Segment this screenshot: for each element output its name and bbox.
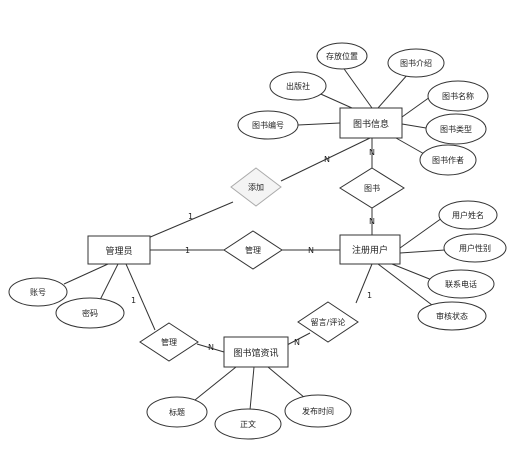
attr-book-number [237,110,299,140]
attr-phone [427,269,495,299]
attr-user-gender [443,233,507,263]
relationship-add-book-label: 添加 [248,182,264,192]
attr-phone-label: 联系电话 [445,279,477,289]
relationships: 添加 管理 管理 图书 留言/评论 [139,167,405,362]
attr-password [55,297,125,329]
entity-admin: 管理员 [87,235,151,265]
line-storage-location [341,65,373,109]
card-manage-user: N [308,246,314,255]
entity-reg-user-label: 注册用户 [352,244,388,256]
line-book-type [401,123,427,129]
attr-storage-location [316,42,368,70]
cardinality-labels: 1 N 1 N N N 1 N 1 N [131,148,375,352]
entity-book-info: 图书信息 [339,107,403,139]
card-admin-manage: 1 [185,246,190,255]
entities: 图书信息 管理员 注册用户 图书馆资讯 [87,107,403,368]
line-book-add [280,137,371,182]
card-comment-user: 1 [367,291,372,300]
line-user-comment [355,263,373,304]
attribute-labels: 存放位置 图书介绍 出版社 图书名称 图书编号 图书类型 图书作者 用户姓名 用… [30,51,491,429]
line-add-admin [147,201,234,239]
attr-book-intro [387,48,445,78]
relationship-manage-user-label: 管理 [245,245,261,255]
card-add-book: N [324,155,330,164]
card-borrow-user: N [369,217,375,226]
attr-book-name [427,80,489,112]
attr-publish-time [284,394,352,428]
relationship-manage-news: 管理 [139,322,199,362]
attr-book-author [419,144,477,176]
relationship-borrow: 图书 [339,167,405,209]
attr-account-label: 账号 [30,288,46,297]
attr-publisher-label: 出版社 [286,81,310,91]
relationship-manage-news-label: 管理 [161,337,177,347]
entity-news: 图书馆资讯 [223,336,289,368]
line-admin-manage-news [125,263,156,331]
attr-user-name [438,200,498,230]
attr-review-status-label: 审核状态 [436,311,468,321]
entity-reg-user: 注册用户 [339,234,401,265]
attr-user-gender-label: 用户性别 [459,243,491,253]
attr-publisher [269,71,327,101]
card-admin-add: 1 [188,212,193,221]
line-publish-time [267,366,306,399]
attr-publish-time-label: 发布时间 [302,406,334,416]
attr-review-status [417,301,487,331]
attr-title [146,396,208,428]
attributes [8,42,507,440]
entity-book-info-label: 图书信息 [353,118,389,130]
attr-password-label: 密码 [82,308,98,318]
line-book-number [297,122,341,126]
line-book-author [395,137,427,156]
line-review-status [377,263,433,306]
card-manage-news-news: N [208,343,214,352]
attr-title-label: 标题 [169,407,185,417]
line-title [194,366,237,401]
attr-book-author-label: 图书作者 [432,155,464,165]
relationship-borrow-label: 图书 [364,183,380,193]
card-admin-manage-news: 1 [131,296,136,305]
relationship-manage-user: 管理 [223,230,283,270]
line-book-name [401,96,431,118]
line-comment-news [286,332,311,346]
line-user-gender [399,249,446,254]
line-account [63,263,109,285]
attr-storage-location-label: 存放位置 [326,51,358,61]
attr-book-number-label: 图书编号 [252,120,284,130]
entity-news-label: 图书馆资讯 [233,347,278,359]
attr-body [214,408,282,440]
card-book-borrow: N [369,148,375,157]
relationship-add-book: 添加 [230,167,282,207]
line-password [99,263,119,301]
attr-body-label: 正文 [240,419,256,429]
entity-admin-label: 管理员 [105,245,132,257]
attr-user-name-label: 用户姓名 [452,210,484,220]
card-comment-news: N [294,338,300,347]
line-phone [391,263,433,281]
relationship-comment-label: 留言/评论 [311,317,346,327]
attr-account [8,277,68,307]
attr-book-intro-label: 图书介绍 [400,58,432,68]
attr-book-name-label: 图书名称 [442,91,474,101]
line-user-name [399,217,443,249]
relationship-comment: 留言/评论 [297,301,359,343]
connector-lines [63,64,446,411]
attr-book-type-label: 图书类型 [440,124,472,134]
attr-book-type [425,113,487,145]
line-manage-news-news [196,343,225,353]
line-body [249,366,255,411]
